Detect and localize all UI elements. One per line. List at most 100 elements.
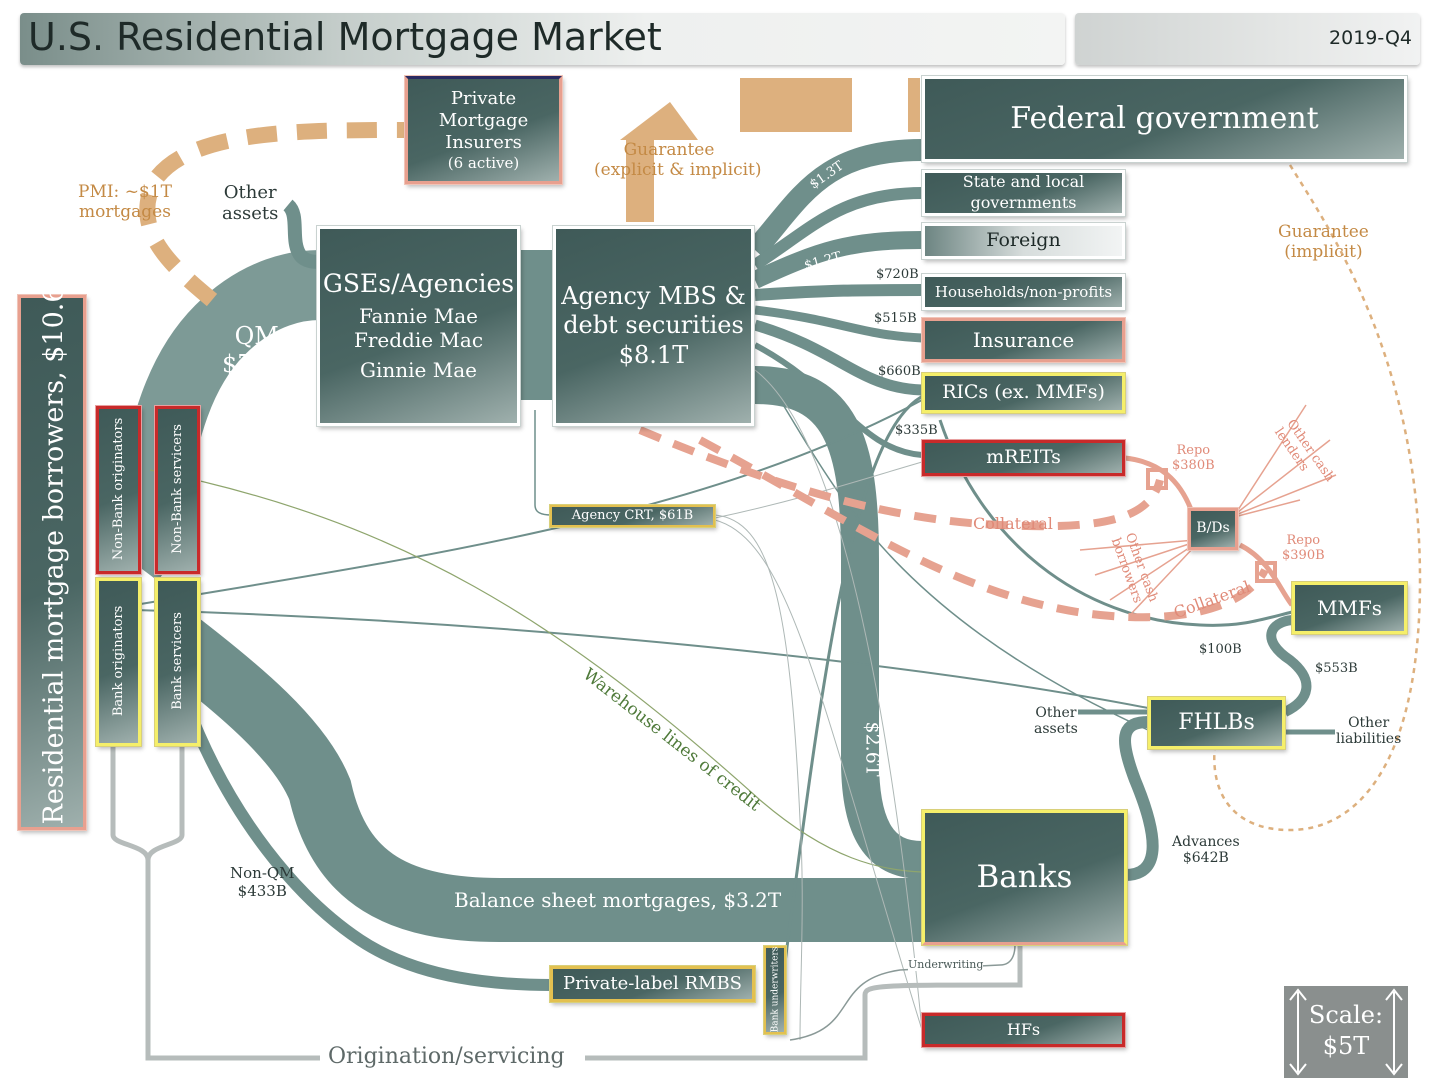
repo-bottom-line [1238,542,1294,607]
agency-mbs-node: Agency MBS & debt securities $8.1T [553,226,754,426]
scale-arrows-icon [1289,988,1403,1076]
gse-member-fannie: Fannie Mae [358,303,479,328]
insurance-node: Insurance [922,318,1125,362]
borrowers-label: Residential mortgage borrowers, $10.6T [38,267,70,825]
underwriting-line [789,944,1016,1041]
flow-insurance [754,305,923,343]
state-local-line-1: State and local [962,172,1085,192]
collateral-bottom [698,436,1269,622]
repo-bottom-line-1: Repo [1286,533,1321,548]
mmfs-node: MMFs [1292,582,1407,634]
federal-label: Federal government [1010,100,1319,136]
flow-thin-2 [134,609,1149,709]
gse-title: GSEs/Agencies [322,269,515,299]
guarantee-arrowhead [620,102,698,140]
rics-label: RICs (ex. MMFs) [942,381,1105,404]
title-bar: U.S. Residential Mortgage Market [20,13,1065,65]
hfs-node: HFs [922,1013,1125,1047]
flow-state [751,187,923,271]
repo-top-line-1: Repo [1176,443,1211,458]
foreign-node: Foreign [922,223,1125,259]
banks-node: Banks [922,810,1127,945]
nonbank-originators-node: Non-Bank originators [96,406,141,574]
insurance-label: Insurance [972,327,1075,352]
page-title: U.S. Residential Mortgage Market [28,15,662,59]
flow-fed [746,139,923,258]
households-label: Households/non-profits [934,282,1113,301]
flow-fhlb-mmf [1266,615,1312,717]
lender-ray-4 [1237,499,1301,517]
flow-gse-to-mbs [518,250,554,400]
bank-originators-label: Bank originators [111,605,127,717]
flow-banks-label: $2.6T [861,721,884,777]
other-assets-fhlb-line-1: Other [1035,705,1077,721]
lender-ray-3 [1237,474,1337,515]
underwriting-label: Underwriting [908,958,984,971]
origination-bracket-right [585,945,1023,1061]
agency-crt-node: Agency CRT, $61B [550,505,715,527]
bank-underwriters-label: Bank underwriters [770,946,781,1033]
borrower-ray-1 [1079,539,1196,551]
gse-node: GSEs/Agencies Fannie Mae Freddie Mac Gin… [317,226,520,426]
federal-node: Federal government [922,76,1407,162]
advances-line-1: Advances [1172,834,1240,850]
flow-insurance-label: $515B [874,311,917,326]
agency-mbs-line-2: debt securities [563,311,744,340]
bds-node: B/Ds [1188,508,1238,550]
pmi-line-3: Insurers [445,131,522,153]
non-qm-line-1: Non-QM [230,864,295,882]
borrower-ray-4 [1129,545,1196,616]
guarantee-block-2 [908,78,920,132]
nonbank-servicers-label: Non-Bank servicers [170,424,186,554]
pmi-line-4: (6 active) [447,153,520,172]
guarantee-implicit-line-2: (implicit) [1284,242,1363,262]
flow-100b-label: $100B [1199,642,1242,657]
households-node: Households/non-profits [922,274,1125,310]
mreits-node: mREITs [922,440,1125,476]
flow-households-label: $720B [876,267,919,282]
non-qm-label: Non-QM $433B [230,864,295,900]
other-assets-top-line-1: Other [223,182,277,203]
nonbank-originators-label: Non-Bank originators [111,417,127,561]
guarantee-implicit-label: Guarantee (implicit) [1278,222,1369,262]
pmi-line-1: Private [450,87,517,109]
pmi-flow-line-1: PMI: ~$1T [78,182,172,202]
other-liabilities-line-1: Other [1348,715,1390,731]
mmfs-label: MMFs [1316,595,1383,620]
mreits-label: mREITs [986,446,1061,469]
origination-bracket-inner [145,745,185,861]
collateral-top [638,426,1164,531]
hfs-label: HFs [1006,1020,1041,1040]
scale-line-2: $5T [1322,1032,1370,1061]
bank-servicers-node: Bank servicers [155,578,200,746]
qm-line-2: $7.0T [222,350,292,378]
flow-rics-label: $660B [878,364,921,379]
borrower-ray-3 [1109,543,1196,601]
non-qm-line-2: $433B [237,882,287,900]
borrower-ray-2 [1094,541,1196,576]
flow-balance-sheet [155,614,922,942]
advances-line-2: $642B [1182,850,1229,866]
collateral-top-label: Collateral [973,514,1053,533]
flow-qm [100,250,321,581]
gse-member-freddie: Freddie Mac [353,328,484,353]
qm-label: QM $7.0T [222,322,291,378]
bank-servicers-label: Bank servicers [170,612,186,710]
flow-rics [753,319,923,396]
date-bar: 2019-Q4 [1075,13,1420,65]
flow-advances [1119,716,1159,881]
flow-crt-4 [754,369,923,1031]
advances-label: Advances $642B [1172,834,1240,866]
guarantee-implicit-line [1213,164,1422,832]
other-assets-top-line-2: assets [222,203,279,224]
guarantee-implicit-line-1: Guarantee [1278,222,1369,242]
balance-sheet-label: Balance sheet mortgages, $3.2T [454,888,782,912]
guarantee-block-1 [740,78,852,132]
borrowers-node: Residential mortgage borrowers, $10.6T [18,267,86,830]
repo-bottom-line-2: $390B [1282,548,1325,563]
pmi-line-2: Mortgage [438,109,529,131]
bank-underwriters-node: Bank underwriters [764,946,786,1034]
pmi-flow-line-2: mortgages [78,202,171,222]
flow-mreits-label: $335B [895,423,938,438]
flow-foreign [751,231,923,289]
